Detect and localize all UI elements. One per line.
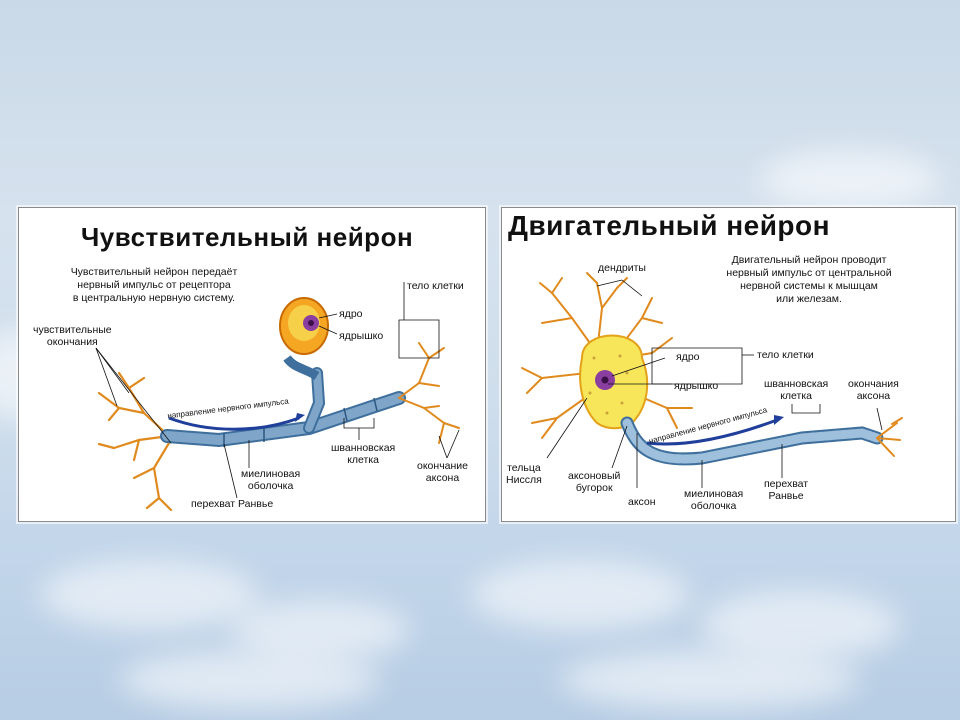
label-schwann-cell: шванновская клетка [764,378,829,402]
label-nucleolus: ядрышко [339,330,384,342]
motor-title: Двигательный нейрон [508,210,831,241]
label-sensory-endings: чувствительные окончания [33,324,112,348]
label-myelin-sheath: миелиновая оболочка [241,468,301,492]
sensory-axon [160,367,406,448]
background-cloud [700,590,900,660]
background-cloud [120,650,380,710]
sensory-neuron-diagram [95,282,460,512]
motor-neuron-panel: Двигательный нейрон Двигательный нейрон … [501,207,956,522]
label-node-of-ranvier: перехват Ранвье [191,498,274,510]
sensory-cell-body [279,297,329,380]
background-cloud [760,150,940,210]
impulse-arrow [168,416,300,431]
background-cloud [560,650,860,710]
nissl-bodies [588,354,629,415]
label-nissl-bodies: тельца Ниссля [506,462,542,486]
label-axon: аксон [628,496,656,508]
motor-description: Двигательный нейрон проводит нервный имп… [726,254,892,305]
label-schwann-cell: шванновская клетка [331,442,396,466]
impulse-arrow [646,418,778,446]
motor-axon-endings [876,417,903,457]
motor-neuron-diagram [521,272,903,488]
sensory-endings-branches [97,371,173,512]
motor-axon [620,416,884,466]
label-nucleus: ядро [339,308,363,320]
label-cell-body: тело клетки [407,280,464,292]
label-axon-ending: окончание аксона [417,460,469,484]
sensory-title: Чувствительный нейрон [81,222,414,252]
background-cloud [470,560,690,630]
label-axon-endings: окончания аксона [848,378,899,402]
label-dendrites: дендриты [598,262,646,274]
sensory-axon-ending [398,342,460,444]
label-node-of-ranvier: перехват Ранвье [764,478,809,502]
label-axon-hillock: аксоновый бугорок [568,470,621,494]
label-nucleolus: ядрышко [674,380,719,392]
sensory-neuron-panel: Чувствительный нейрон Чувствительный ней… [18,207,486,522]
background-cloud [40,560,260,630]
sensory-description: Чувствительный нейрон передаёт нервный и… [70,266,238,304]
label-cell-body: тело клетки [757,349,814,361]
label-nucleus: ядро [676,351,700,363]
label-myelin-sheath: миелиновая оболочка [684,488,744,512]
